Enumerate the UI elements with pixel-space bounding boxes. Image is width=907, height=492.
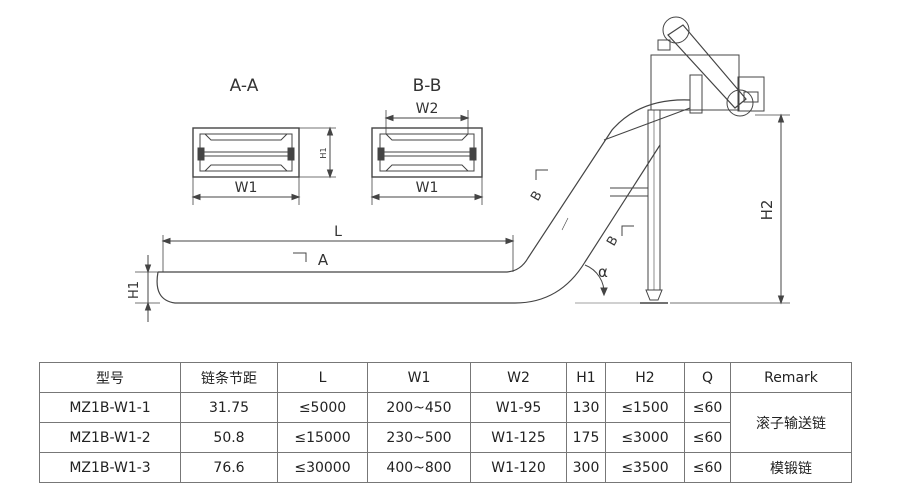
cell-model: MZ1B-W1-1	[39, 392, 181, 423]
cell-l: ≤5000	[277, 392, 368, 423]
label-l: L	[334, 224, 342, 240]
dimension-l	[161, 235, 515, 272]
cell-remark-roller-chain: 滚子输送链	[730, 392, 852, 453]
cell-h1: 130	[566, 392, 606, 423]
cell-w1: 200~450	[367, 392, 471, 423]
cell-chain-pitch: 50.8	[180, 422, 278, 453]
header-w1: W1	[367, 362, 471, 393]
header-remark: Remark	[730, 362, 852, 393]
cell-h2: ≤3500	[605, 452, 685, 483]
conveyor-drawing: A-A B-B W1 W1 W2 H1 L A B B α H1 H2	[127, 16, 790, 322]
section-bb-view	[370, 110, 484, 205]
header-model: 型号	[39, 362, 181, 393]
cell-h1: 175	[566, 422, 606, 453]
cell-chain-pitch: 76.6	[180, 452, 278, 483]
section-aa-title: A-A	[230, 76, 259, 96]
cell-q: ≤60	[684, 392, 731, 423]
section-aa-view	[191, 126, 336, 205]
cell-w2: W1-125	[470, 422, 567, 453]
header-h2: H2	[605, 362, 685, 393]
table-header-row: 型号 链条节距 L W1 W2 H1 H2 Q Remark	[39, 362, 852, 393]
label-cut-a: A	[318, 251, 329, 269]
cell-w1: 400~800	[367, 452, 471, 483]
cell-w1: 230~500	[367, 422, 471, 453]
cell-l: ≤15000	[277, 422, 368, 453]
cell-q: ≤60	[684, 422, 731, 453]
section-bb-title: B-B	[413, 76, 442, 96]
cell-model: MZ1B-W1-2	[39, 422, 181, 453]
conveyor-side-view	[156, 16, 765, 304]
cell-h1: 300	[566, 452, 606, 483]
label-angle: α	[598, 263, 608, 281]
header-chain-pitch: 链条节距	[180, 362, 278, 393]
header-w2: W2	[470, 362, 567, 393]
dimension-h2	[670, 113, 790, 305]
label-w1-aa: W1	[235, 180, 258, 196]
label-h1-small: H1	[319, 147, 328, 158]
label-w1-bb: W1	[416, 180, 439, 196]
cell-h2: ≤3000	[605, 422, 685, 453]
header-q: Q	[684, 362, 731, 393]
dimension-h1	[135, 255, 160, 322]
table-row: MZ1B-W1-2 50.8 ≤15000 230~500 W1-125 175…	[39, 422, 852, 453]
table-row: MZ1B-W1-1 31.75 ≤5000 200~450 W1-95 130 …	[39, 392, 852, 453]
cell-w2: W1-95	[470, 392, 567, 423]
cell-h2: ≤1500	[605, 392, 685, 423]
cell-model: MZ1B-W1-3	[39, 452, 181, 483]
label-h2: H2	[758, 200, 776, 221]
table-row: MZ1B-W1-3 76.6 ≤30000 400~800 W1-120 300…	[39, 452, 852, 483]
label-w2: W2	[416, 101, 439, 117]
spec-table: 型号 链条节距 L W1 W2 H1 H2 Q Remark MZ1B-W1-1…	[39, 362, 852, 483]
cell-chain-pitch: 31.75	[180, 392, 278, 423]
cell-l: ≤30000	[277, 452, 368, 483]
label-cut-b-upper: B	[528, 189, 545, 204]
header-h1: H1	[566, 362, 606, 393]
label-h1: H1	[127, 281, 142, 299]
cell-remark-forged-chain: 模锻链	[730, 452, 852, 483]
cell-q: ≤60	[684, 452, 731, 483]
header-l: L	[277, 362, 368, 393]
cell-w2: W1-120	[470, 452, 567, 483]
label-cut-b-lower: B	[604, 234, 621, 249]
